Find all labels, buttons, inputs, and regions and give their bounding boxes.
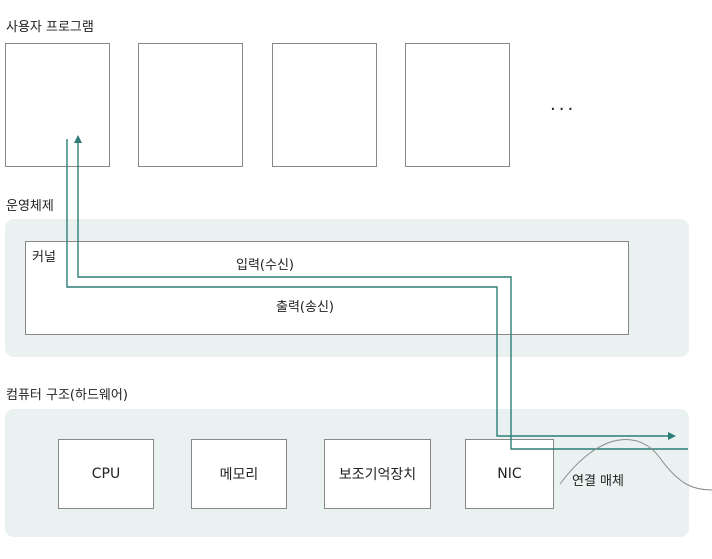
user-program-box-4: [405, 43, 510, 167]
input-label: 입력(수신): [236, 258, 294, 273]
os-title: 운영체제: [6, 199, 54, 214]
input-flow-arrow: [74, 135, 688, 450]
storage-box: 보조기억장치: [324, 439, 431, 509]
more-programs-ellipsis: ...: [550, 94, 577, 115]
memory-box: 메모리: [191, 439, 287, 509]
user-program-box-3: [272, 43, 377, 167]
user-programs-title: 사용자 프로그램: [6, 20, 94, 35]
output-flow-arrow: [66, 139, 676, 440]
medium-label: 연결 매체: [572, 474, 624, 489]
kernel-box: [25, 241, 629, 335]
medium-curve: [559, 438, 712, 491]
user-program-box-1: [5, 43, 110, 167]
nic-box: NIC: [465, 439, 554, 509]
hardware-title: 컴퓨터 구조(하드웨어): [6, 388, 128, 403]
cpu-box: CPU: [58, 439, 154, 509]
kernel-label: 커널: [32, 250, 56, 265]
output-label: 출력(송신): [276, 300, 334, 315]
user-program-box-2: [138, 43, 243, 167]
